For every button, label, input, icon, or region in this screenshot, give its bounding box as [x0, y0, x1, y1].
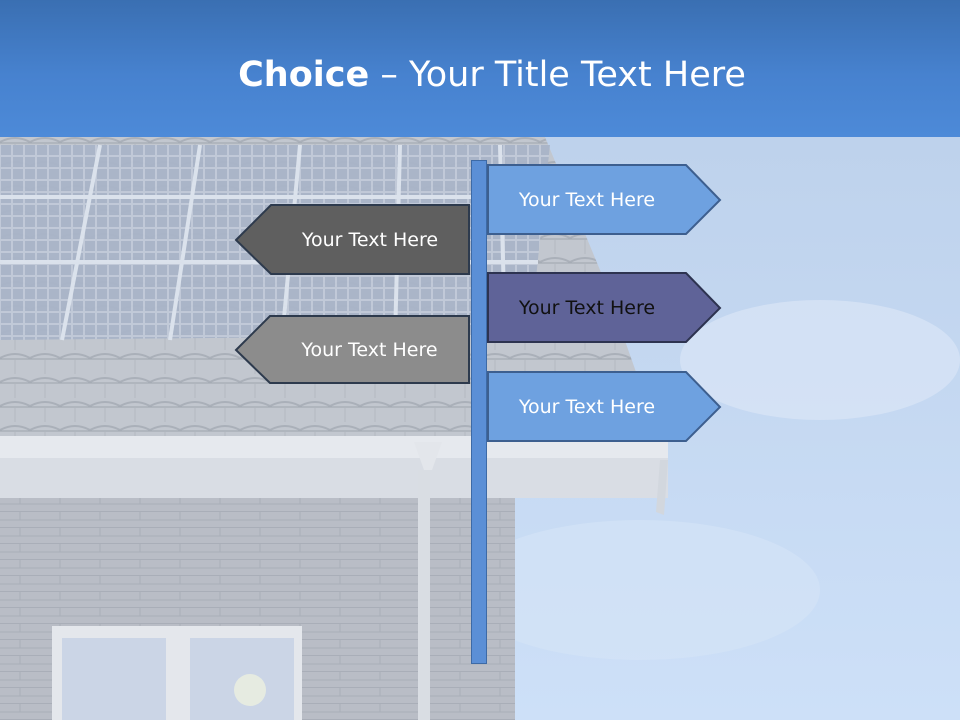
right-arrow-shape	[487, 371, 722, 442]
title-rest: – Your Title Text Here	[369, 55, 746, 95]
left-sign-1: Your Text Here	[234, 204, 470, 275]
left-arrow-shape	[234, 315, 470, 384]
right-sign-3-label: Your Text Here	[518, 396, 656, 418]
right-arrow-shape	[487, 164, 722, 235]
slide-title: Choice – Your Title Text Here	[0, 52, 960, 98]
left-sign-2-label: Your Text Here	[301, 339, 438, 361]
right-sign-1: Your Text Here	[487, 164, 722, 235]
left-arrow-shape	[234, 204, 470, 275]
right-sign-1-label: Your Text Here	[518, 189, 656, 211]
left-sign-2: Your Text Here	[234, 315, 470, 384]
left-sign-1-label: Your Text Here	[301, 229, 439, 251]
right-sign-2-label: Your Text Here	[518, 297, 656, 319]
signpost-pole	[471, 160, 487, 664]
title-band	[0, 0, 960, 137]
title-bold: Choice	[238, 55, 370, 95]
right-arrow-shape	[487, 272, 722, 343]
right-sign-3: Your Text Here	[487, 371, 722, 442]
right-sign-2: Your Text Here	[487, 272, 722, 343]
